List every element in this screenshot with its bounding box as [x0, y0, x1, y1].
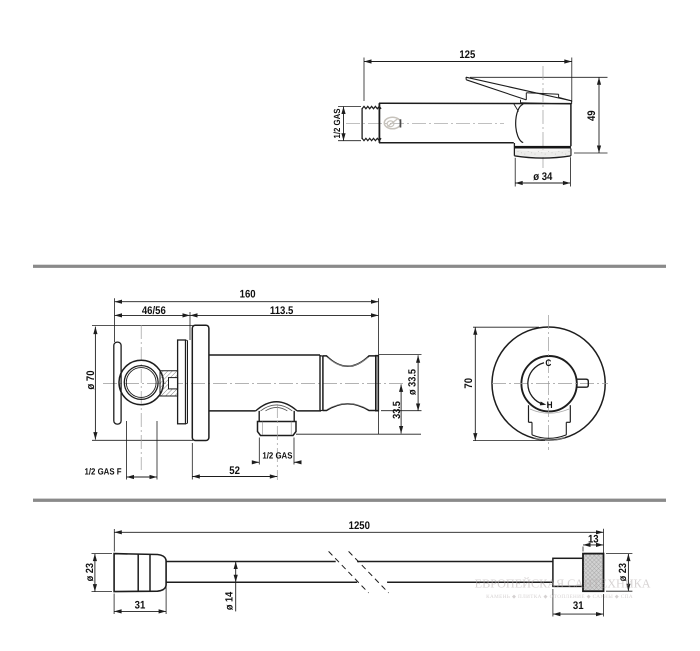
svg-text:13: 13 — [588, 534, 599, 546]
svg-text:31: 31 — [573, 600, 584, 612]
svg-text:H: H — [547, 400, 553, 411]
svg-text:52: 52 — [229, 465, 240, 477]
svg-text:49: 49 — [586, 110, 598, 121]
svg-text:ø 14: ø 14 — [224, 592, 236, 610]
svg-text:ø 23: ø 23 — [617, 563, 629, 581]
svg-text:125: 125 — [459, 49, 475, 61]
svg-text:113.5: 113.5 — [270, 305, 293, 317]
svg-text:1/2 GAS F: 1/2 GAS F — [85, 466, 122, 476]
svg-text:1250: 1250 — [349, 520, 370, 532]
svg-text:1/2 GAS: 1/2 GAS — [262, 451, 292, 461]
svg-text:ø 34: ø 34 — [533, 171, 553, 183]
svg-text:КАМЕНЬ ◆ ПЛИТКА ◆ ОТОПЛЕНИЕ ◆: КАМЕНЬ ◆ ПЛИТКА ◆ ОТОПЛЕНИЕ ◆ САУНЫ ◆ СП… — [486, 594, 633, 600]
svg-text:160: 160 — [240, 289, 256, 301]
svg-text:ø 23: ø 23 — [84, 563, 96, 581]
svg-text:31: 31 — [135, 599, 146, 611]
svg-text:ЕВРОПЕЙСКАЯ САНТЕХНИКА: ЕВРОПЕЙСКАЯ САНТЕХНИКА — [475, 576, 651, 590]
svg-text:C: C — [545, 358, 551, 369]
svg-text:1/2 GAS: 1/2 GAS — [332, 108, 342, 138]
svg-text:70: 70 — [463, 378, 475, 389]
svg-text:ø 33.5: ø 33.5 — [406, 369, 418, 395]
svg-text:33.5: 33.5 — [391, 401, 403, 419]
svg-text:46/56: 46/56 — [142, 305, 166, 317]
svg-text:ø 70: ø 70 — [85, 370, 97, 389]
